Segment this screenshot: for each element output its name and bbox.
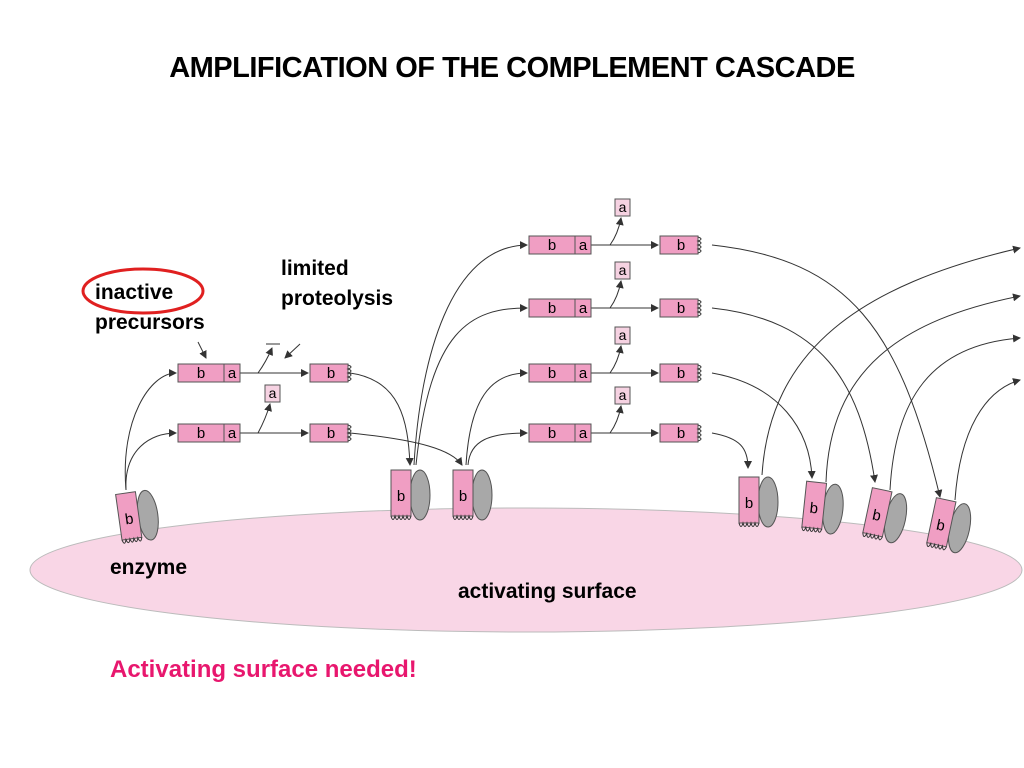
label-precursors: precursors [95,311,205,334]
arrow [889,334,1021,491]
fragment-b-label: b [327,425,335,442]
fragment-b-label: b [677,425,685,442]
pointer-line [284,343,301,359]
cleaved-b: b [309,423,352,443]
released-a: a [264,384,281,403]
fragment-a-label: a [228,425,237,442]
cleaved-b: b [309,363,352,383]
bound-enzyme-complex: b [115,489,159,544]
fragment-a-label: a [269,385,277,401]
fragment-b-label: b [871,506,883,524]
label-activating-surface: activating surface [458,580,637,603]
fragment-b-label: b [548,425,556,442]
fragment-a-label: a [619,262,627,278]
fragment-a-label: a [619,387,627,403]
cleaved-b: b [659,363,702,383]
activating-surface [29,507,1023,633]
arrow [467,429,528,466]
fragment-a-label: a [619,327,627,343]
bound-enzyme-complex: b [738,476,779,528]
bound-enzyme-complex: b [390,469,431,521]
arrow [415,304,528,466]
bound-enzyme-complex: b [926,497,972,554]
released-a: a [614,198,631,217]
bound-enzyme-complex: b [452,469,493,521]
fragment-b-label: b [677,237,685,254]
fragment-a-label: a [228,365,237,382]
released-a: a [614,386,631,405]
arrow [711,372,816,479]
label-proteolysis: proteolysis [281,287,394,310]
fragment-b-label: b [677,365,685,382]
bound-complex-group: b b b b b b b [115,469,972,554]
page-title: AMPLIFICATION OF THE COMPLEMENT CASCADE [169,52,855,84]
released-a: a [614,261,631,280]
fragment-b-label: b [197,425,205,442]
cleaved-b: b [659,235,702,255]
arrow [761,245,1021,476]
arrow [413,241,528,466]
fragment-b-label: b [548,365,556,382]
label-limited: limited [281,257,349,280]
fragment-a-label: a [619,199,627,215]
arrow [825,293,1021,483]
arrow [609,345,624,374]
released-a: a [614,326,631,345]
fragment-b-label: b [197,365,205,382]
label-enzyme: enzyme [110,556,188,579]
arrow [465,369,528,466]
fragment-b-label: b [459,488,467,505]
arrow [711,432,752,469]
bound-enzyme-complex: b [862,487,908,544]
fragment-b-label: b [548,300,556,317]
activating-surface-note: Activating surface needed! [110,656,417,683]
arrow [954,378,1021,501]
cleaved-b: b [659,298,702,318]
arrow [124,369,177,491]
pointer-line [197,341,207,359]
arrow [257,403,272,434]
fragment-b-label: b [745,495,753,512]
highlight-circle [81,267,205,315]
fragment-b-label: b [677,300,685,317]
arrow [257,347,273,374]
fragment-b-label: b [327,365,335,382]
arrow [711,244,943,498]
fragment-a-label: a [579,425,588,442]
fragment-b-label: b [935,516,947,534]
fragment-a-label: a [579,300,588,317]
fragment-b-label: b [397,488,405,505]
arrow [125,429,177,491]
label-inactive: inactive [95,281,174,304]
arrow [711,307,878,483]
arrow [609,217,624,246]
fragment-a-label: a [579,365,588,382]
fragment-b-label: b [124,510,135,528]
arrow [349,432,463,466]
cleaved-b: b [659,423,702,443]
fragment-a-label: a [579,237,588,254]
arrow [609,405,624,434]
fragment-b-label: b [548,237,556,254]
fragment-b-label: b [809,500,819,518]
arrow [349,372,414,466]
arrow-group [124,217,1021,501]
bound-enzyme-complex: b [801,480,844,535]
arrow [609,280,624,309]
